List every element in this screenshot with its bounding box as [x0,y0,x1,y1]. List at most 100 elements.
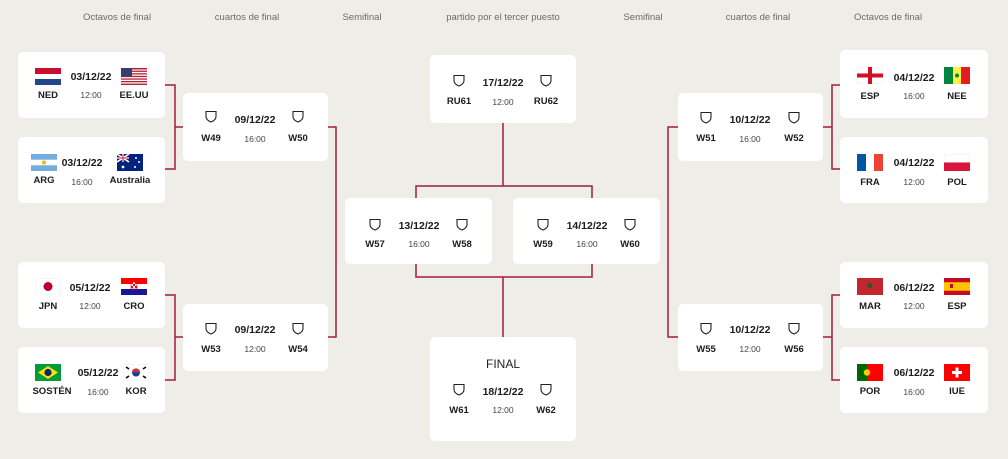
team-away: W52 [784,133,804,144]
team-home: W51 [696,133,716,144]
match-date: 13/12/22 [398,220,440,232]
shield-icon [700,322,712,335]
bracket-line [823,84,840,170]
match-card-r16-2[interactable]: ARG 03/12/22 16:00 Australia [18,137,165,203]
match-time: 12:00 [903,301,925,311]
team-home: W49 [201,133,221,144]
team-away: CRO [123,301,145,312]
team-away: W50 [288,133,308,144]
match-card-r16-6[interactable]: FRA 04/12/22 12:00 POL [840,137,988,203]
header-qf-right: cuartos de final [725,12,791,23]
final-title: FINAL [485,357,521,371]
match-time: 12:00 [80,90,102,100]
match-date: 10/12/22 [729,114,771,126]
match-time: 16:00 [739,134,761,144]
match-time: 12:00 [492,405,514,415]
match-card-final[interactable]: FINAL W61 18/12/22 12:00 W62 [430,337,576,441]
australia-flag-icon [117,154,143,171]
match-time: 12:00 [244,344,266,354]
poland-flag-icon [944,154,970,171]
shield-icon [453,383,465,396]
match-card-r16-8[interactable]: POR 06/12/22 16:00 IUE [840,347,988,413]
match-date: 04/12/22 [893,157,935,169]
match-date: 10/12/22 [729,324,771,336]
match-card-sf-1[interactable]: W57 13/12/22 16:00 W58 [345,198,492,264]
bracket-line [415,264,593,338]
header-r16-left: Octavos de final [82,12,152,23]
match-card-qf-1[interactable]: W49 09/12/22 16:00 W50 [183,93,328,161]
match-time: 16:00 [903,91,925,101]
match-date: 09/12/22 [234,324,276,336]
bracket-line [823,294,840,381]
match-card-r16-3[interactable]: JPN 05/12/22 12:00 CRO [18,262,165,328]
shield-icon [456,218,468,231]
shield-icon [788,322,800,335]
header-third-place: partido por el tercer puesto [446,12,560,23]
argentina-flag-icon [31,154,57,171]
match-date: 18/12/22 [482,386,524,398]
team-home: POR [859,386,881,397]
team-away: IUE [949,386,965,397]
portugal-flag-icon [857,364,883,381]
header-sf-right: Semifinal [623,12,663,23]
team-home: SOSTÉN [32,386,72,397]
match-card-third-place[interactable]: RU61 17/12/22 12:00 RU62 [430,55,576,123]
team-home: W61 [449,405,469,416]
team-home: W59 [533,239,553,250]
match-card-qf-2[interactable]: W53 09/12/22 12:00 W54 [183,304,328,371]
team-away: W60 [620,239,640,250]
team-home: MAR [859,301,881,312]
shield-icon [205,110,217,123]
team-away: KOR [125,386,147,397]
shield-icon [700,111,712,124]
match-date: 06/12/22 [893,282,935,294]
match-date: 03/12/22 [61,157,103,169]
match-date: 05/12/22 [77,367,119,379]
match-time: 12:00 [492,97,514,107]
shield-icon [292,110,304,123]
match-date: 06/12/22 [893,367,935,379]
team-home: NED [37,90,59,101]
match-time: 16:00 [576,239,598,249]
brazil-flag-icon [35,364,61,381]
team-away: W54 [288,344,308,355]
spain-flag-icon [944,278,970,295]
header-qf-left: cuartos de final [214,12,280,23]
match-card-r16-4[interactable]: SOSTÉN 05/12/22 16:00 KOR [18,347,165,413]
match-card-r16-7[interactable]: MAR 06/12/22 12:00 ESP [840,262,988,328]
netherlands-flag-icon [35,68,61,85]
match-time: 16:00 [903,387,925,397]
bracket-line [165,294,183,381]
team-home: W55 [696,344,716,355]
match-time: 12:00 [739,344,761,354]
bracket-line [667,126,678,338]
match-card-sf-2[interactable]: W59 14/12/22 16:00 W60 [513,198,660,264]
team-home: RU61 [446,96,472,107]
team-away: RU62 [533,96,559,107]
match-card-r16-5[interactable]: ESP 04/12/22 16:00 NEE [840,50,988,118]
team-away: EE.UU [119,90,149,101]
match-time: 16:00 [408,239,430,249]
team-away: POL [947,177,967,188]
match-time: 12:00 [79,301,101,311]
team-home: ESP [860,91,880,102]
shield-icon [453,74,465,87]
match-time: 16:00 [71,177,93,187]
team-home: JPN [38,301,58,312]
match-time: 12:00 [903,177,925,187]
team-away: ESP [947,301,967,312]
team-away: Australia [109,175,151,186]
team-away: W58 [452,239,472,250]
france-flag-icon [857,154,883,171]
team-home: FRA [860,177,880,188]
morocco-flag-icon [857,278,883,295]
match-card-qf-3[interactable]: W51 10/12/22 16:00 W52 [678,93,823,161]
korea-flag-icon [123,364,149,381]
shield-icon [624,218,636,231]
switzerland-flag-icon [944,364,970,381]
match-date: 03/12/22 [70,71,112,83]
match-card-r16-1[interactable]: NED 03/12/22 12:00 EE.UU [18,52,165,118]
shield-icon [205,322,217,335]
match-card-qf-4[interactable]: W55 10/12/22 12:00 W56 [678,304,823,371]
